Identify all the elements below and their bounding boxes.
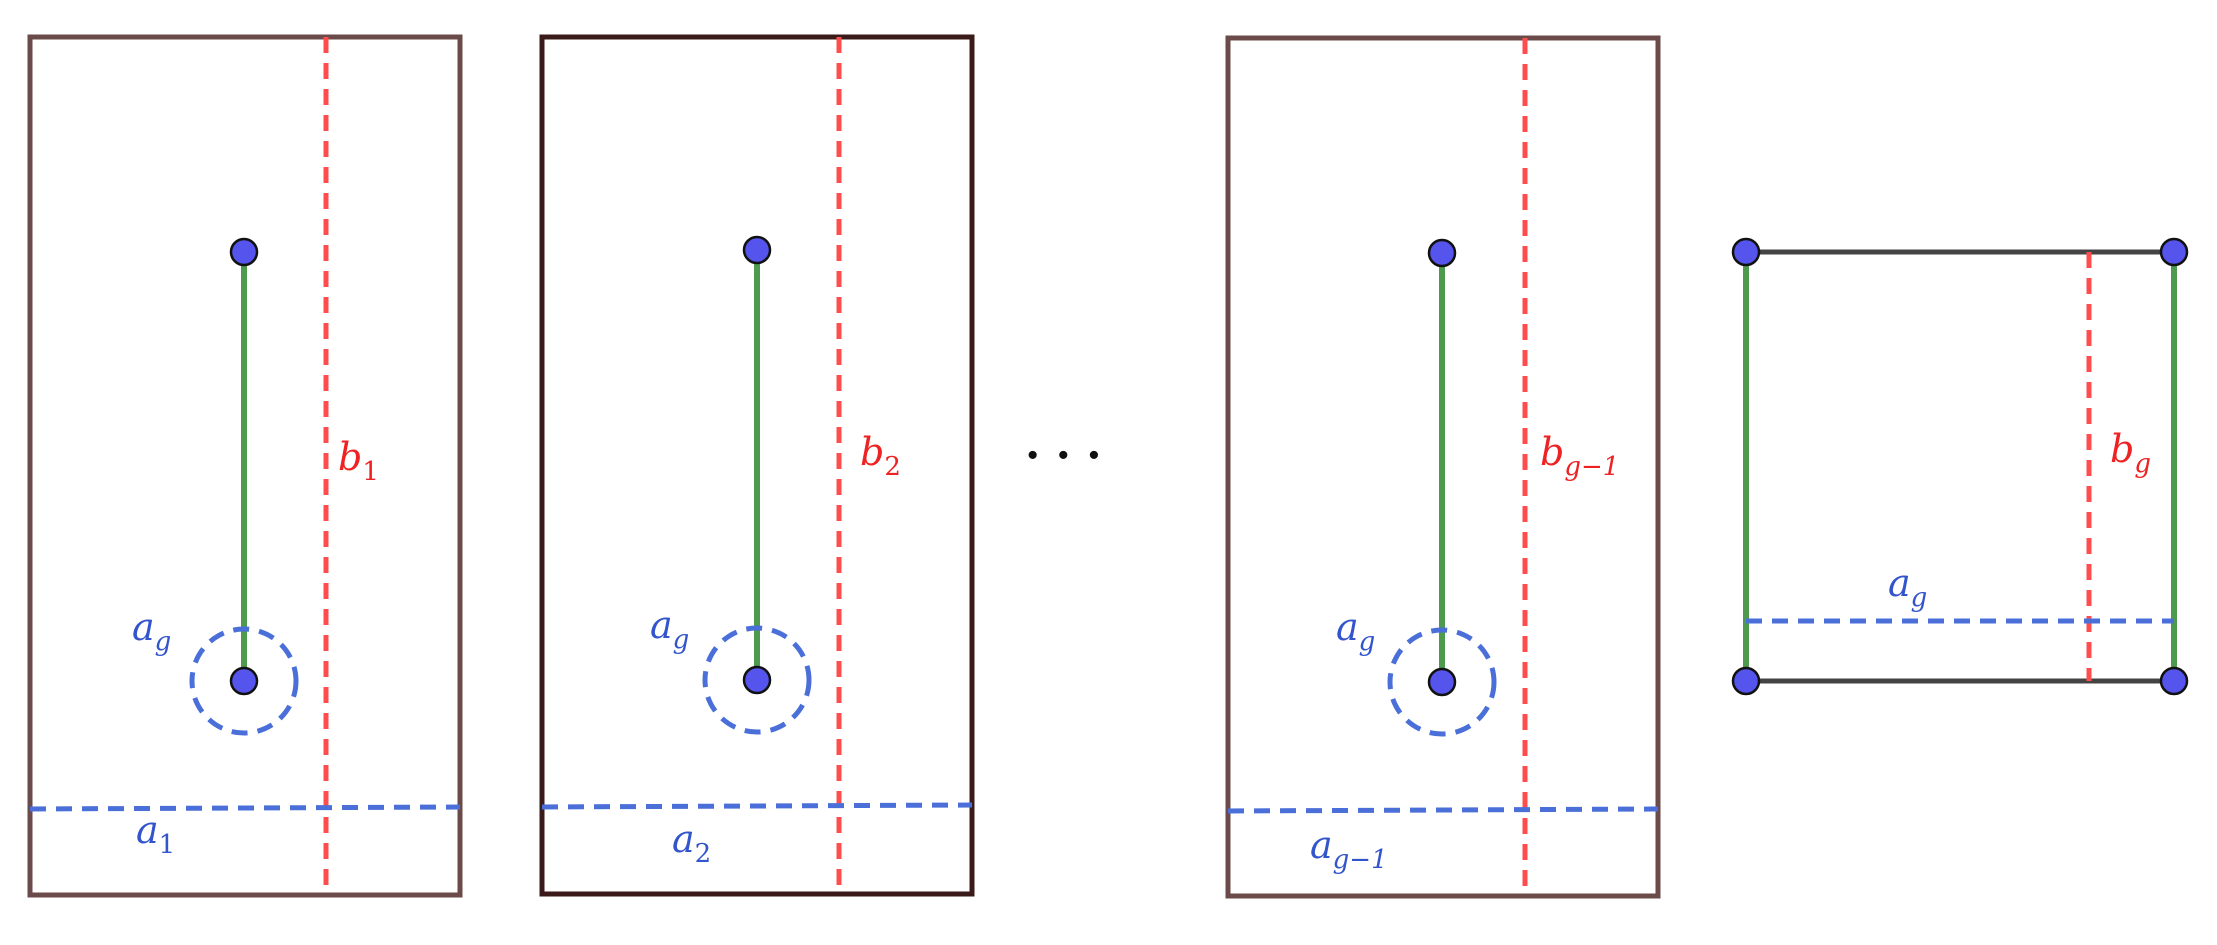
panel-1-a-label: a1 — [136, 808, 175, 860]
panel-2: b2 a2 ag — [539, 34, 975, 897]
panel-g-minus-1-frame — [1225, 35, 1661, 899]
panel-g-minus-1-a-label-base: a — [1310, 823, 1333, 867]
square-a-label-sub: g — [1911, 583, 1928, 613]
panel-2-loop-label: ag — [650, 603, 689, 655]
panel-g-minus-1-a-label: ag−1 — [1310, 823, 1388, 875]
panel-1-bottom-vertex — [229, 666, 259, 696]
panel-2-loop — [702, 625, 812, 735]
panel-g-minus-1-b-label: bg−1 — [1540, 430, 1619, 482]
square-top-left-vertex — [1731, 237, 1761, 267]
square-b-label-base: b — [2110, 427, 2134, 471]
square-b-label-sub: g — [2134, 449, 2151, 479]
panel-2-frame — [539, 34, 975, 897]
panel-1-top-vertex — [229, 237, 259, 267]
panel-1-loop-label-sub: g — [155, 627, 172, 657]
square-a-label-base: a — [1888, 561, 1911, 605]
panel-g-minus-1-b-label-sub: g−1 — [1564, 452, 1619, 482]
square-b-label: bg — [2110, 427, 2151, 479]
ellipsis: · · · — [1025, 430, 1102, 481]
panel-1-loop-label: ag — [132, 605, 171, 657]
panel-1-frame — [27, 34, 463, 898]
panel-1-loop — [189, 626, 299, 736]
panel-g-minus-1-top-vertex — [1427, 238, 1457, 268]
panel-1-a-label-base: a — [136, 808, 159, 852]
panel-1: b1 a1 ag — [27, 34, 463, 898]
panel-g-minus-1-a-curve — [1227, 806, 1659, 814]
panel-1-a-curve — [29, 804, 461, 812]
panel-2-b-label: b2 — [860, 430, 901, 482]
panel-g-minus-1-loop-label-base: a — [1336, 605, 1359, 649]
panel-g-minus-1-b-label-base: b — [1540, 430, 1564, 474]
panel-1-loop-label-base: a — [132, 605, 155, 649]
panel-2-bottom-vertex — [742, 665, 772, 695]
panel-2-top-vertex — [742, 235, 772, 265]
panel-2-a-label-base: a — [672, 817, 695, 861]
square-bottom-left-vertex — [1731, 666, 1761, 696]
panel-g-minus-1-bottom-vertex — [1427, 667, 1457, 697]
panel-1-b-label-sub: 1 — [362, 457, 379, 487]
panel-2-a-label-sub: 2 — [695, 839, 712, 869]
panel-1-b-label: b1 — [338, 435, 379, 487]
panel-1-a-label-sub: 1 — [159, 830, 176, 860]
square-bottom-right-vertex — [2159, 666, 2189, 696]
panel-g-minus-1-loop-label-sub: g — [1359, 627, 1376, 657]
panel-2-a-curve — [541, 802, 973, 810]
panel-2-loop-label-base: a — [650, 603, 673, 647]
panel-g-minus-1-loop-label: ag — [1336, 605, 1375, 657]
panel-g-minus-1: bg−1 ag−1 ag — [1225, 35, 1661, 899]
square-top-right-vertex — [2159, 237, 2189, 267]
panel-2-a-label: a2 — [672, 817, 711, 869]
square-a-label: ag — [1888, 561, 1927, 613]
panel-1-b-label-base: b — [338, 435, 362, 479]
panel-2-b-label-base: b — [860, 430, 884, 474]
panel-2-loop-label-sub: g — [673, 625, 690, 655]
panel-2-b-label-sub: 2 — [884, 452, 901, 482]
panel-g-minus-1-a-label-sub: g−1 — [1333, 845, 1388, 875]
panel-g-minus-1-loop — [1387, 627, 1497, 737]
square-panel: bg ag — [1731, 237, 2189, 696]
